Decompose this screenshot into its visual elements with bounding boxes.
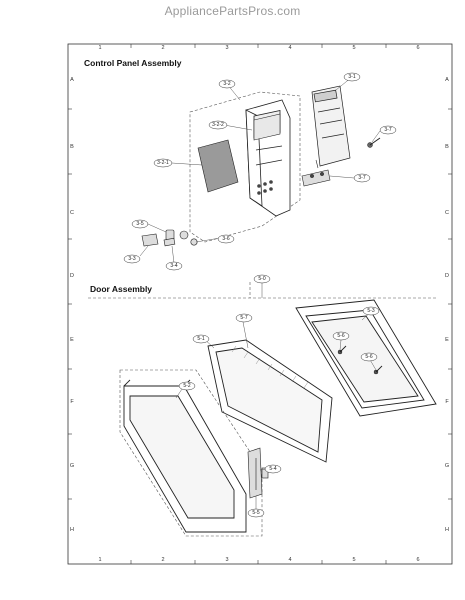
callout-3-2: 3-2 bbox=[223, 81, 230, 87]
grid-row-right-b: B bbox=[445, 144, 449, 150]
grid-col-top-1: 1 bbox=[98, 45, 101, 51]
door-inner-frame bbox=[207, 339, 333, 463]
callout-5-2: 5-2 bbox=[183, 383, 190, 389]
control-pcb bbox=[311, 85, 351, 167]
grid-col-top-5: 5 bbox=[352, 45, 355, 51]
watermark: AppliancePartsPros.com bbox=[164, 4, 301, 18]
grid-col-bottom-6: 6 bbox=[416, 557, 419, 563]
grid-col-bottom-1: 1 bbox=[98, 557, 101, 563]
door-mesh bbox=[231, 345, 309, 389]
grid-col-top-3: 3 bbox=[225, 45, 228, 51]
callout-3-4: 3-4 bbox=[170, 263, 177, 269]
grid-row-right-g: G bbox=[445, 463, 449, 469]
grid-col-top-6: 6 bbox=[416, 45, 419, 51]
grid-row-right-d: D bbox=[445, 273, 449, 279]
grid-row-left-f: F bbox=[70, 399, 74, 405]
callout-3-6: 3-6 bbox=[222, 236, 229, 242]
panel-buttons bbox=[257, 180, 273, 195]
grid-row-left-g: G bbox=[70, 463, 74, 469]
door-front-outline bbox=[119, 369, 263, 537]
display-window bbox=[253, 113, 281, 141]
callout-3-7-upper: 3-7 bbox=[384, 127, 391, 133]
grid-row-right-a: A bbox=[445, 77, 449, 83]
grid-row-left-b: B bbox=[70, 144, 74, 150]
callout-5-5: 5-5 bbox=[252, 510, 259, 516]
callout-3-5: 3-5 bbox=[136, 221, 143, 227]
callout-3-3: 3-3 bbox=[128, 256, 135, 262]
grid-row-right-h: H bbox=[445, 527, 449, 533]
grid-row-left-a: A bbox=[70, 77, 74, 83]
grid-row-right-c: C bbox=[445, 210, 449, 216]
callout-5-0: 5-0 bbox=[258, 276, 265, 282]
screw-upper bbox=[367, 137, 381, 148]
callout-5-6-upper: 5-6 bbox=[337, 333, 344, 339]
grid-col-bottom-3: 3 bbox=[225, 557, 228, 563]
callout-5-3: 5-3 bbox=[367, 308, 374, 314]
door-group-outline bbox=[88, 282, 436, 299]
grid-col-top-4: 4 bbox=[288, 45, 291, 51]
membrane-sheet bbox=[197, 139, 239, 193]
callout-3-2-1: 3-2-1 bbox=[157, 160, 169, 166]
callout-circles bbox=[123, 72, 397, 518]
grid-row-left-e: E bbox=[70, 337, 74, 343]
callout-5-7: 5-7 bbox=[240, 315, 247, 321]
callout-3-7-lower: 3-7 bbox=[358, 175, 365, 181]
grid-row-left-d: D bbox=[70, 273, 74, 279]
frame-ticks bbox=[68, 44, 452, 564]
callout-5-1: 5-1 bbox=[197, 336, 204, 342]
control-leader-lines bbox=[139, 76, 381, 264]
grid-row-right-e: E bbox=[445, 337, 449, 343]
door-screws bbox=[337, 345, 383, 375]
panel-bracket bbox=[301, 159, 331, 187]
control-panel-title: Control Panel Assembly bbox=[84, 58, 182, 68]
control-knobs bbox=[141, 229, 198, 247]
callout-5-6-lower: 5-6 bbox=[365, 354, 372, 360]
grid-col-top-2: 2 bbox=[161, 45, 164, 51]
grid-col-bottom-5: 5 bbox=[352, 557, 355, 563]
callout-3-2-2: 3-2-2 bbox=[212, 122, 224, 128]
grid-col-bottom-4: 4 bbox=[288, 557, 291, 563]
grid-row-left-h: H bbox=[70, 527, 74, 533]
callout-3-1: 3-1 bbox=[348, 74, 355, 80]
grid-col-bottom-2: 2 bbox=[161, 557, 164, 563]
grid-row-right-f: F bbox=[445, 399, 449, 405]
door-latch bbox=[247, 447, 269, 499]
door-assembly-title: Door Assembly bbox=[90, 284, 152, 294]
callout-5-4: 5-4 bbox=[269, 466, 276, 472]
grid-row-left-c: C bbox=[70, 210, 74, 216]
